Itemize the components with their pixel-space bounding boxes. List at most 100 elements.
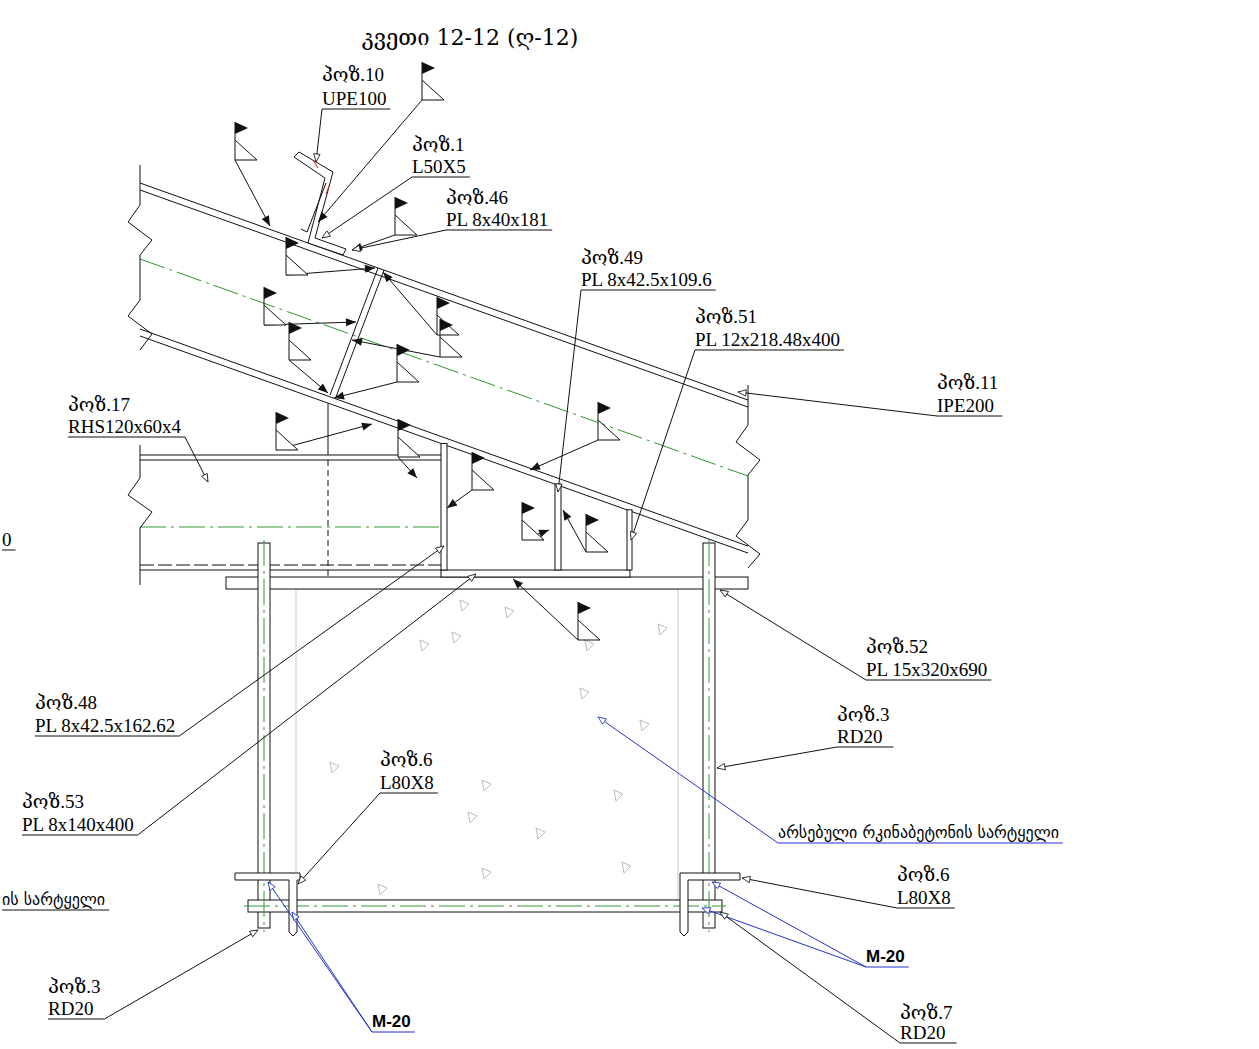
weld-symbol — [383, 272, 459, 335]
weld-leader — [383, 272, 437, 335]
weld-fillet — [235, 140, 257, 160]
weld-fillet — [289, 340, 311, 360]
leader-line — [138, 574, 476, 835]
label-underline — [778, 843, 1063, 844]
leader-line — [105, 930, 258, 1019]
concrete-hatch — [468, 812, 477, 823]
weld-symbol — [334, 344, 419, 398]
label-underline — [446, 230, 552, 231]
leader-line — [292, 912, 372, 1032]
angle-section — [680, 873, 740, 936]
concrete-hatch — [614, 790, 623, 801]
leader-line — [558, 290, 581, 492]
weld-symbol — [235, 122, 270, 226]
weld-flag — [276, 412, 289, 424]
weld-flag — [264, 287, 277, 299]
tube-wall — [140, 460, 441, 461]
weld-symbol — [276, 412, 372, 450]
weld-symbol — [530, 402, 620, 470]
part-label: L80X8 — [897, 888, 951, 907]
weld-flag — [397, 344, 410, 356]
weld-leader — [530, 440, 598, 470]
tube-wall — [140, 565, 441, 566]
part-label: პოზ.11 — [937, 373, 998, 392]
part-label: PL 8x140x400 — [22, 815, 134, 834]
label-underline — [372, 1032, 415, 1033]
weld-flag — [286, 237, 299, 249]
part-label: IPE200 — [937, 396, 994, 415]
weld-symbol — [352, 319, 462, 357]
concrete-hatch — [622, 862, 631, 873]
beam-flange — [140, 190, 748, 407]
weld-fillet — [395, 215, 417, 235]
label-underline — [35, 736, 179, 737]
label-underline — [837, 747, 894, 748]
concrete-band — [296, 589, 678, 900]
weld-flag — [422, 62, 435, 74]
break-line — [128, 445, 152, 585]
leader-lines — [2, 109, 1063, 1043]
part-label: ის სარტყელი — [2, 890, 105, 909]
concrete-hatch — [330, 762, 339, 773]
leader-line — [712, 882, 866, 967]
leader-line — [631, 350, 695, 540]
weld-leader — [398, 457, 417, 478]
concrete-hatch — [658, 624, 667, 635]
weld-leader — [352, 340, 440, 357]
label-underline — [48, 1019, 105, 1020]
part-label: RD20 — [837, 727, 882, 746]
weld-fillet — [422, 80, 444, 100]
part-label: პოზ.10 — [322, 65, 384, 84]
concrete-hatch — [452, 632, 461, 643]
weld-leader — [235, 160, 270, 226]
red-mark — [326, 186, 329, 194]
weld-flag — [395, 197, 408, 209]
weld-flag — [472, 452, 485, 464]
part-label: პოზ.3 — [48, 977, 101, 996]
concrete-hatch — [505, 607, 514, 618]
label-underline — [68, 437, 185, 438]
concrete-hatch — [420, 640, 429, 651]
part-label: პოზ.6 — [380, 750, 433, 769]
stiffener-plate — [555, 484, 561, 570]
label-underline — [412, 177, 470, 178]
label-underline — [2, 550, 16, 551]
leader-line — [179, 546, 444, 736]
weld-flag — [578, 602, 591, 614]
plate — [441, 570, 630, 577]
drawing-title: კვეთი 12-12 (ღ-12) — [362, 26, 579, 50]
part-label: პოზ.6 — [897, 865, 950, 884]
weld-symbol — [513, 579, 600, 640]
weld-flag — [522, 502, 535, 514]
leader-line — [717, 747, 837, 768]
concrete-hatch — [585, 640, 594, 651]
part-label: არსებული რკინაბეტონის სარტყელი — [778, 823, 1059, 842]
weld-flag — [437, 297, 450, 309]
concrete-hatch — [378, 884, 387, 895]
angle-section — [235, 873, 300, 936]
leader-line — [298, 793, 380, 884]
part-label: პოზ.51 — [695, 307, 757, 326]
concrete-hatch — [460, 600, 469, 611]
label-underline — [581, 290, 716, 291]
part-label: PL 8x40x181 — [446, 210, 548, 229]
concrete-hatch — [482, 780, 491, 791]
weld-leader — [334, 382, 397, 398]
label-underline — [380, 793, 438, 794]
base-plate — [226, 577, 748, 589]
part-label: L80X8 — [380, 773, 434, 792]
part-label: PL 8x42.5x162.62 — [35, 716, 175, 735]
red-mark — [313, 160, 318, 168]
part-label: პოზ.3 — [837, 705, 890, 724]
weld-fillet — [286, 255, 308, 275]
weld-leader — [276, 424, 372, 450]
weld-fillet — [440, 337, 462, 357]
part-label: UPE100 — [322, 89, 386, 108]
leader-line — [322, 177, 412, 238]
bolt-label: M-20 — [866, 947, 905, 966]
part-label: 0 — [2, 530, 12, 549]
weld-symbol — [289, 322, 328, 393]
channel-section — [294, 152, 346, 255]
weld-fillet — [472, 470, 494, 490]
